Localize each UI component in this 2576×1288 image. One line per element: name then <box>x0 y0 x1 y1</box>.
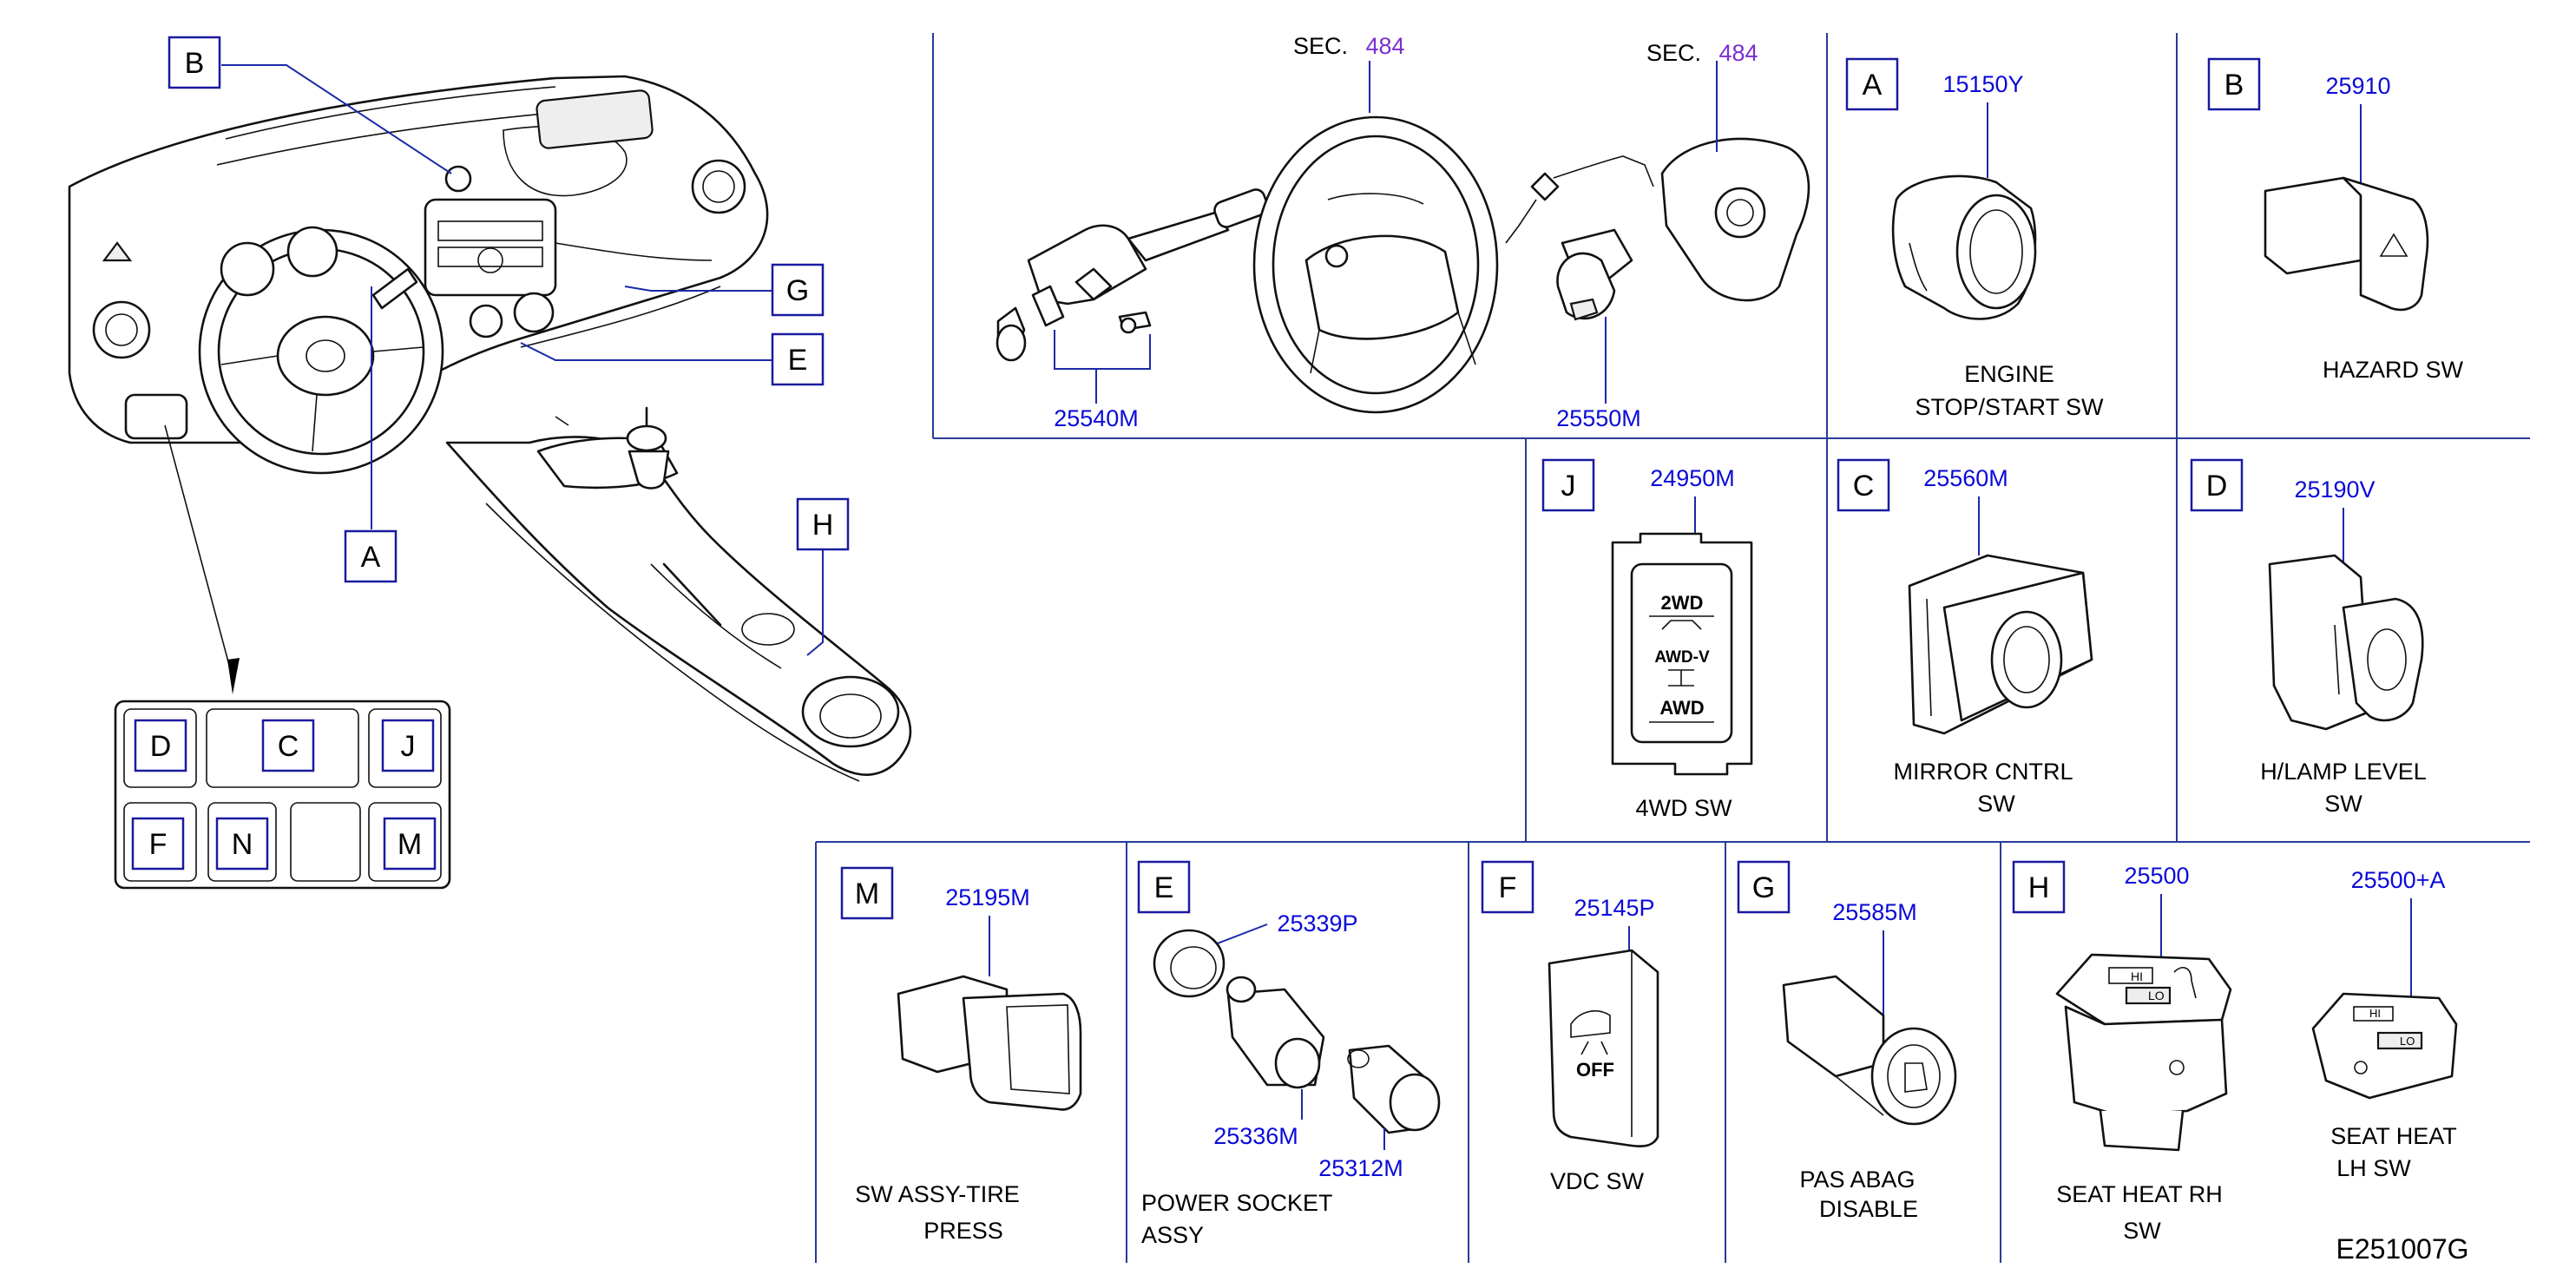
callout-letter: G <box>786 274 809 307</box>
part-name: HAZARD SW <box>2323 357 2464 383</box>
part-number: 25145P <box>1574 895 1654 921</box>
panel-M: M 25195M SW ASSY-TIRE PRESS <box>840 866 1082 1244</box>
key-hi: HI <box>2369 1007 2381 1020</box>
key-lo: LO <box>2148 989 2165 1002</box>
section-ref-1: SEC. 484 <box>1293 33 1405 59</box>
switch-face-awd: AWD <box>1659 697 1704 719</box>
part-number-25550M: 25550M <box>1556 405 1641 431</box>
part-name: ASSY <box>1141 1222 1204 1248</box>
part-name: SW <box>1977 791 2015 817</box>
svg-text:F: F <box>149 828 168 861</box>
svg-text:C: C <box>278 730 299 763</box>
svg-text:H: H <box>2028 871 2050 904</box>
airbag-module <box>1505 61 1810 404</box>
center-console-illustration <box>445 406 912 782</box>
part-number: 25339P <box>1277 910 1357 936</box>
svg-text:M: M <box>398 828 422 861</box>
svg-text:B: B <box>2224 69 2244 102</box>
callout-letter: H <box>812 509 834 542</box>
combination-switch <box>996 188 1269 404</box>
part-number: 25195M <box>945 884 1030 910</box>
overview-steering-wheel <box>198 226 444 475</box>
part-number: 25190V <box>2294 476 2375 503</box>
part-name: SEAT HEAT RH <box>2056 1181 2223 1207</box>
part-name: SW ASSY-TIRE <box>855 1181 1020 1207</box>
part-number: 25500+A <box>2351 867 2446 893</box>
key-hi: HI <box>2131 969 2143 983</box>
section-ref-2: SEC. 484 <box>1646 40 1758 66</box>
callout-H: H <box>796 497 850 551</box>
part-name: 4WD SW <box>1636 795 1733 821</box>
part-name: LH SW <box>2336 1155 2411 1181</box>
svg-text:C: C <box>1853 470 1875 503</box>
panel-J: J 24950M 2WD AWD-V AWD 4WD SW <box>1541 458 1753 821</box>
part-number: 25500 <box>2124 863 2189 889</box>
part-number: 25560M <box>1923 465 2008 491</box>
svg-text:J: J <box>1561 470 1576 503</box>
svg-text:M: M <box>855 877 879 910</box>
panel-E: E 25339P 25336M 25312M POWER SOCKET ASSY <box>1137 860 1441 1248</box>
part-name: STOP/START SW <box>1915 394 2104 420</box>
steering-wheel <box>1252 115 1499 414</box>
svg-text:G: G <box>1752 871 1775 904</box>
part-name: PRESS <box>923 1218 1003 1244</box>
callout-letter: B <box>185 47 205 80</box>
part-name: SW <box>2324 791 2362 817</box>
svg-text:D: D <box>150 730 172 763</box>
overview-leaders <box>164 64 824 694</box>
svg-text:F: F <box>1499 871 1517 904</box>
part-number: 15150Y <box>1942 71 2023 97</box>
callout-letter: A <box>361 541 381 574</box>
part-name: H/LAMP LEVEL <box>2260 759 2427 785</box>
panel-grid <box>815 33 2530 1263</box>
callout-G: G <box>771 263 825 317</box>
panel-H: H 25500 HI LO SEAT HEAT RH SW 25500+A HI… <box>2012 860 2458 1244</box>
panel-F: F 25145P OFF VDC SW <box>1481 860 1659 1194</box>
part-number: 25336M <box>1213 1123 1298 1149</box>
callout-letter: E <box>788 344 808 377</box>
panel-G: G 25585M PAS ABAG DISABLE <box>1737 860 1957 1222</box>
svg-text:J: J <box>401 730 416 763</box>
part-name: MIRROR CNTRL <box>1894 759 2073 785</box>
diagram-code: E251007G <box>2336 1233 2468 1265</box>
part-number: 25585M <box>1832 899 1917 925</box>
part-number: 25910 <box>2325 73 2390 99</box>
switch-panel <box>114 700 451 890</box>
part-name: SEAT HEAT <box>2330 1123 2457 1149</box>
part-name: ENGINE <box>1964 361 2054 387</box>
panel-D: D 25190V H/LAMP LEVEL SW <box>2190 458 2427 817</box>
part-name: POWER SOCKET <box>1141 1190 1333 1216</box>
svg-text:N: N <box>232 828 253 861</box>
svg-text:D: D <box>2206 470 2228 503</box>
part-number-25540M: 25540M <box>1054 405 1139 431</box>
part-name: SW <box>2123 1218 2161 1244</box>
switch-face-2wd: 2WD <box>1661 592 1704 614</box>
part-number: 25312M <box>1318 1155 1403 1181</box>
callout-B: B <box>168 36 221 89</box>
part-name: PAS ABAG <box>1799 1166 1915 1193</box>
panel-B: B 25910 HAZARD SW <box>2207 57 2464 383</box>
part-name: DISABLE <box>1819 1196 1918 1222</box>
switch-face-off: OFF <box>1576 1059 1614 1081</box>
key-lo: LO <box>2400 1035 2415 1048</box>
switch-face-awdv: AWD-V <box>1654 648 1710 667</box>
callout-A: A <box>344 529 398 583</box>
part-number: 24950M <box>1650 465 1735 491</box>
svg-text:A: A <box>1863 69 1883 102</box>
callout-E: E <box>771 332 825 386</box>
panel-A: A 15150Y ENGINE STOP/START SW <box>1845 57 2104 420</box>
svg-text:E: E <box>1154 871 1174 904</box>
panel-C: C 25560M MIRROR CNTRL SW <box>1837 458 2093 817</box>
switch-panel-labels: D C J F N M <box>131 719 437 871</box>
part-name: VDC SW <box>1550 1168 1645 1194</box>
